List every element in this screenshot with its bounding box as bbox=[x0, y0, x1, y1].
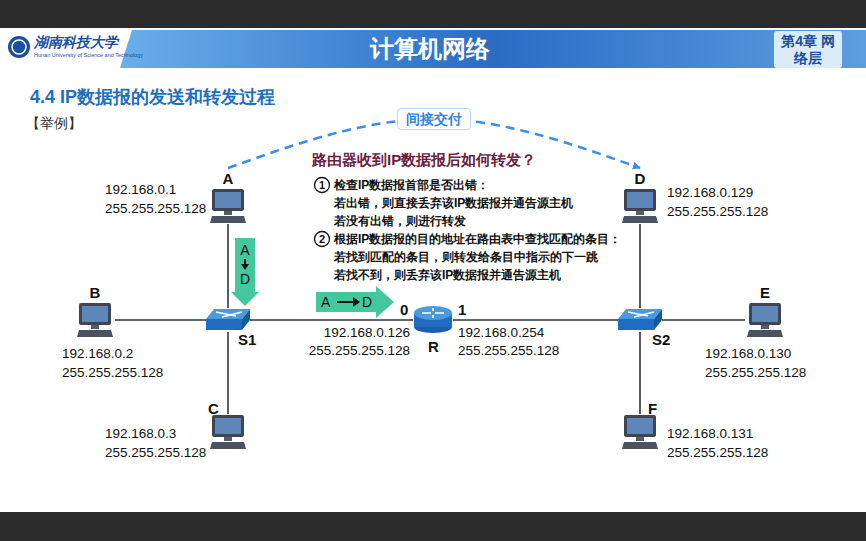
computer-icon bbox=[208, 188, 248, 224]
host-node: E192.168.0.130 255.255.255.128 bbox=[745, 284, 785, 338]
callout-number: 2 bbox=[315, 232, 329, 246]
packet-arrow-head bbox=[376, 286, 394, 318]
ip-address: 192.168.0.3 255.255.255.128 bbox=[105, 424, 217, 462]
packet-destination: D bbox=[362, 294, 372, 310]
slide-title: 计算机网络 bbox=[300, 34, 560, 64]
ip-address: 192.168.0.131 255.255.255.128 bbox=[667, 424, 779, 462]
device-name: D bbox=[635, 170, 646, 188]
logo-emblem bbox=[8, 36, 30, 58]
network-link bbox=[115, 319, 206, 321]
slide-page bbox=[0, 28, 866, 512]
host-node: B192.168.0.2 255.255.255.128 bbox=[75, 284, 115, 338]
example-tag: 【举例】 bbox=[26, 114, 82, 132]
computer-icon bbox=[620, 188, 660, 224]
packet-source: A bbox=[237, 242, 253, 258]
switch-node: S1 bbox=[206, 308, 250, 332]
arrow-glyph-head bbox=[353, 297, 360, 307]
switch-icon bbox=[206, 308, 250, 332]
computer-icon bbox=[620, 414, 660, 450]
step-text: 若没有出错，则进行转发 bbox=[334, 214, 466, 229]
edge-label: 间接交付 bbox=[397, 108, 471, 130]
packet-arrow bbox=[235, 238, 255, 292]
device-name: F bbox=[648, 400, 657, 418]
section-heading: 4.4 IP数据报的发送和转发过程 bbox=[30, 86, 275, 108]
callout-circle bbox=[315, 178, 330, 193]
packet-arrow bbox=[316, 292, 376, 312]
device-name: E bbox=[760, 284, 770, 302]
logo-area bbox=[0, 30, 132, 68]
computer-icon bbox=[208, 414, 248, 450]
header-bar bbox=[120, 30, 866, 68]
host-node: A192.168.0.1 255.255.255.128 bbox=[208, 170, 248, 224]
switch-node: S2 bbox=[618, 308, 662, 332]
school-name: 湖南科技大学 bbox=[34, 34, 118, 50]
packet-source: A bbox=[321, 294, 330, 310]
logo-emblem-ring bbox=[12, 40, 26, 54]
network-link bbox=[639, 332, 641, 414]
network-link bbox=[250, 319, 413, 321]
packet-destination: D bbox=[237, 271, 253, 287]
interface-number: 0 bbox=[400, 301, 408, 318]
ip-address: 192.168.0.130 255.255.255.128 bbox=[705, 344, 817, 382]
arrow-glyph-head bbox=[241, 264, 249, 270]
step-text: 检查IP数据报首部是否出错： bbox=[334, 178, 489, 193]
callout-title: 路由器收到IP数据报后如何转发？ bbox=[312, 151, 536, 169]
network-link bbox=[639, 224, 641, 308]
interface-address: 192.168.0.254 255.255.255.128 bbox=[458, 324, 570, 360]
switch-icon bbox=[618, 308, 662, 332]
device-name: B bbox=[90, 284, 101, 302]
router-node: R bbox=[413, 305, 453, 335]
device-name: S2 bbox=[652, 331, 670, 349]
host-node: F192.168.0.131 255.255.255.128 bbox=[620, 414, 660, 450]
step-text: 若找到匹配的条目，则转发给条目中指示的下一跳 bbox=[334, 250, 598, 265]
callout-number: 1 bbox=[315, 178, 329, 192]
packet-arrow-head bbox=[231, 292, 259, 306]
device-name: R bbox=[428, 338, 439, 356]
step-text: 若找不到，则丢弃该IP数据报并通告源主机 bbox=[334, 268, 561, 283]
device-name: A bbox=[223, 170, 234, 188]
ip-address: 192.168.0.2 255.255.255.128 bbox=[62, 344, 174, 382]
chapter-box bbox=[774, 31, 842, 68]
school-name-en: Hunan University of Science and Technolo… bbox=[34, 52, 143, 59]
router-icon bbox=[413, 305, 453, 335]
host-node: D192.168.0.129 255.255.255.128 bbox=[620, 170, 660, 224]
step-text: 根据IP数据报的目的地址在路由表中查找匹配的条目： bbox=[334, 232, 621, 247]
arrow-glyph bbox=[337, 301, 354, 303]
interface-number: 1 bbox=[458, 301, 466, 318]
computer-icon bbox=[745, 302, 785, 338]
step-text: 若出错，则直接丢弃该IP数据报并通告源主机 bbox=[334, 196, 573, 211]
network-link bbox=[662, 319, 745, 321]
host-node: C192.168.0.3 255.255.255.128 bbox=[208, 414, 248, 450]
chapter-label: 第4章 网络层 bbox=[776, 33, 840, 67]
device-name: S1 bbox=[238, 331, 256, 349]
computer-icon bbox=[75, 302, 115, 338]
network-link bbox=[227, 332, 229, 414]
device-name: C bbox=[208, 400, 219, 418]
ip-address: 192.168.0.129 255.255.255.128 bbox=[667, 183, 779, 221]
interface-address: 192.168.0.126 255.255.255.128 bbox=[298, 324, 410, 360]
ip-address: 192.168.0.1 255.255.255.128 bbox=[105, 180, 217, 218]
network-link bbox=[227, 224, 229, 308]
network-link bbox=[453, 319, 618, 321]
callout-circle bbox=[315, 232, 330, 247]
